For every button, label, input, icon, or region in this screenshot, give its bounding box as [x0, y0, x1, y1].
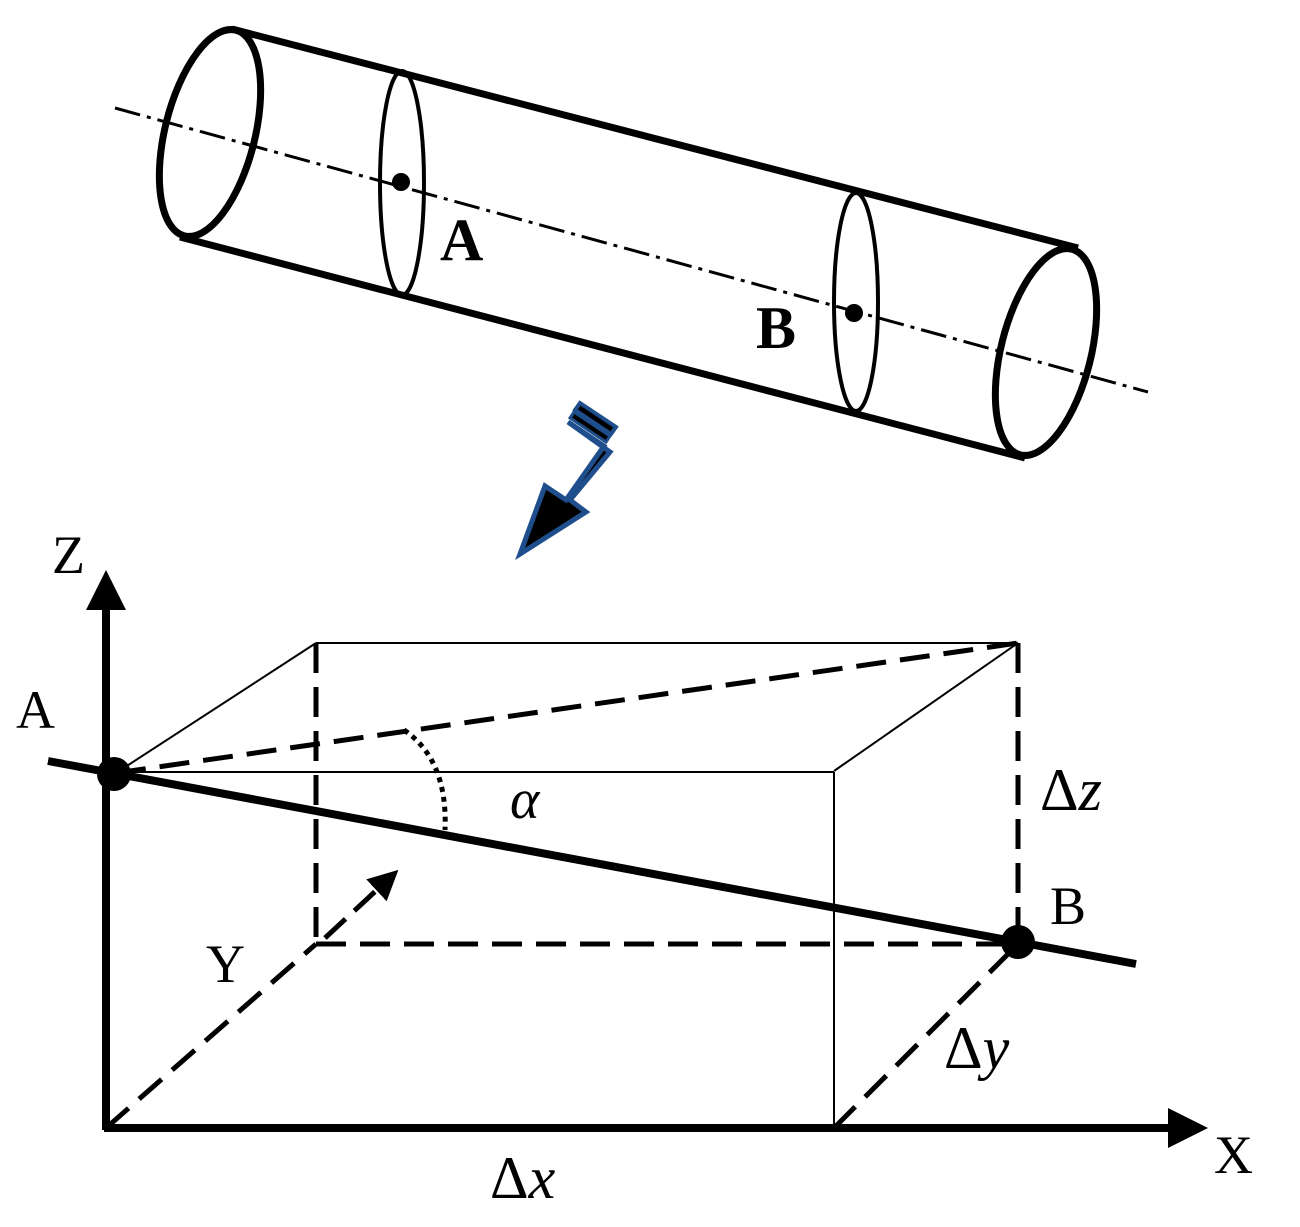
angle-arc: [402, 727, 448, 831]
section-b: [832, 191, 880, 413]
section-b-center: [845, 304, 863, 322]
delta-x-label: Δx: [490, 1145, 556, 1211]
pipe-line-ab: [47, 757, 1137, 968]
pipe-centerline: [114, 106, 1149, 394]
box-solid-edges: [115, 642, 1019, 1128]
section-a: [378, 69, 426, 297]
point-a-label: A: [16, 680, 55, 740]
pipe-group: A B: [114, 25, 1149, 462]
delta-z-label: Δz: [1040, 757, 1102, 823]
pipe-left-end: [155, 26, 265, 240]
angle-alpha-label: α: [510, 769, 541, 831]
axis-x-label: X: [1214, 1125, 1253, 1185]
pipe-bottom-edge: [179, 233, 1026, 462]
section-a-center: [392, 173, 410, 191]
point-b-dot: [1001, 925, 1035, 959]
delta-y-label: Δy: [944, 1015, 1010, 1081]
down-left-arrow-icon: [515, 400, 619, 561]
pipe-point-a-label: A: [440, 207, 483, 273]
point-b-label: B: [1050, 876, 1086, 936]
axis-z-label: Z: [52, 525, 85, 585]
pipe-top-edge: [231, 25, 1079, 252]
box-dashed-edges: [104, 640, 1021, 1130]
point-a-dot: [97, 757, 131, 791]
axis-y-label: Y: [206, 934, 245, 994]
y-axis-arrow: [323, 869, 399, 940]
coordinate-box: Z X Y A B α Δz Δy Δx: [16, 525, 1253, 1211]
pipe-right-end: [991, 245, 1101, 459]
transition-arrow: [515, 400, 619, 561]
pipe-point-b-label: B: [756, 295, 796, 361]
